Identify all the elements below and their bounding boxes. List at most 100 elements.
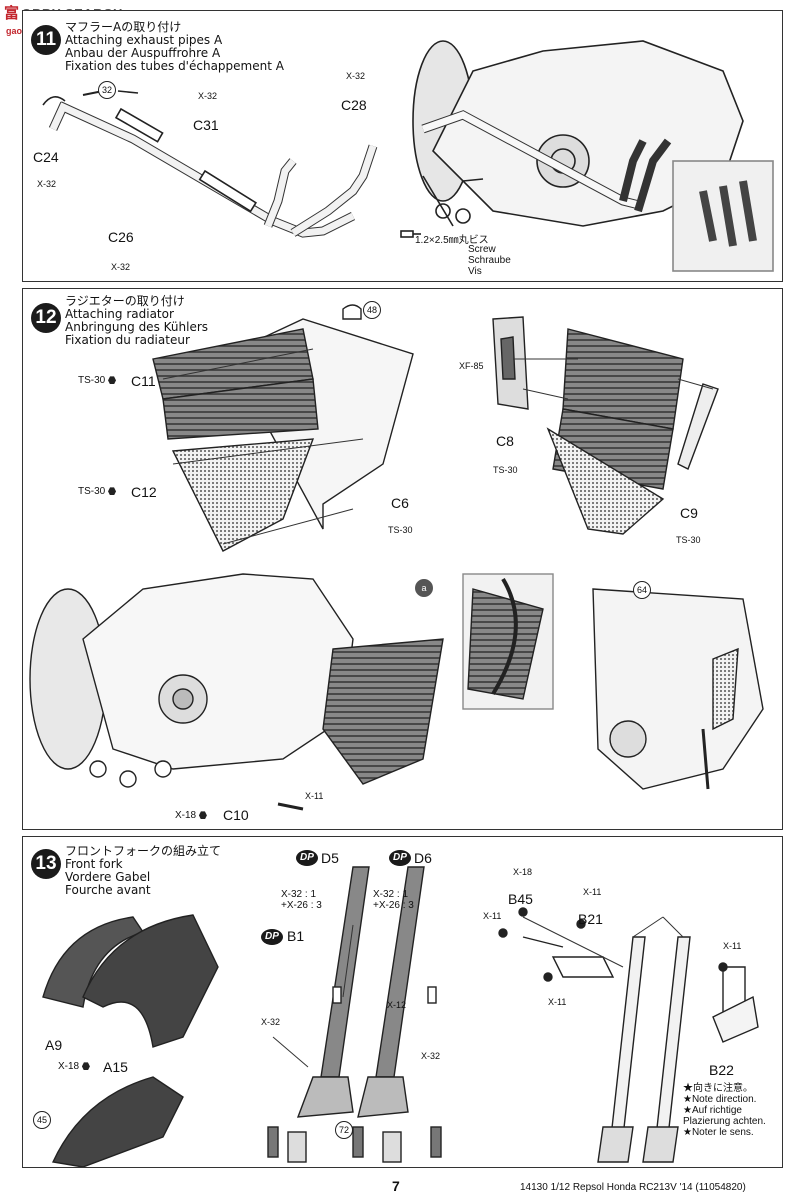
label-c31: C31	[193, 117, 219, 133]
label-d5: D5	[321, 850, 339, 866]
step-12-number: 12	[31, 303, 61, 333]
product-code: 14130 1/12 Repsol Honda RC213V '14 (1105…	[520, 1182, 746, 1193]
label-c28: C28	[341, 97, 367, 113]
label-x32-left: X-32	[261, 1017, 281, 1027]
screw-names: Screw Schraube Vis	[468, 244, 511, 277]
hex-icon	[81, 1062, 90, 1071]
a15-paint: X-18	[58, 1061, 80, 1072]
label-c9: C9	[680, 505, 698, 521]
label-b45: B45	[508, 891, 533, 907]
step-11-drawing	[42, 40, 774, 272]
label-c6-sub: TS-30	[388, 525, 413, 535]
mix-line-2: +X-26 : 3	[281, 900, 322, 911]
title-de: Vordere Gabel	[65, 870, 151, 884]
mix-line-1: X-32 : 1	[281, 889, 317, 900]
c11-paint: TS-30	[78, 375, 106, 386]
note-de-2: Plazierung achten.	[683, 1116, 766, 1127]
note-fr: ★Noter le sens.	[683, 1127, 754, 1138]
title-en: Attaching radiator	[65, 307, 174, 321]
label-x11-bottom: X-11	[548, 997, 567, 1007]
step-13-titles: フロントフォークの組み立て Front fork Vordere Gabel F…	[65, 845, 221, 897]
page-number: 7	[392, 1178, 400, 1194]
step-13-number: 13	[31, 849, 61, 879]
hex-icon	[198, 811, 207, 820]
ref-48: 48	[363, 301, 381, 319]
step-11-number: 11	[31, 25, 61, 55]
direction-notes: ★向きに注意。 ★Note direction. ★Auf richtige P…	[683, 1083, 766, 1138]
hex-icon	[108, 376, 117, 385]
ref-a: a	[415, 579, 433, 597]
label-b21: B21	[578, 911, 603, 927]
ref-72: 72	[335, 1121, 353, 1139]
label-c9-sub: TS-30	[676, 535, 701, 545]
title-jp: マフラーAの取り付け	[65, 20, 182, 34]
note-de-1: ★Auf richtige	[683, 1105, 742, 1116]
label-b1: B1	[287, 928, 305, 944]
label-c6: C6	[391, 495, 409, 511]
title-jp: ラジエターの取り付け	[65, 294, 185, 308]
mix-line-2: +X-26 : 3	[373, 900, 414, 911]
hex-icon	[108, 487, 117, 496]
label-c8: C8	[496, 433, 514, 449]
step-12-panel: 12 ラジエターの取り付け Attaching radiator Anbring…	[22, 288, 783, 830]
label-a15: A15	[103, 1059, 128, 1075]
dp-badge: DP	[389, 850, 411, 866]
label-x12: X-12	[387, 1000, 407, 1010]
ref-45: 45	[33, 1111, 51, 1129]
screw-fr: Vis	[468, 266, 482, 277]
label-c8-sub: TS-30	[493, 465, 518, 475]
dp-badge: DP	[296, 850, 318, 866]
label-b22: B22	[709, 1062, 734, 1078]
label-xf85: XF-85	[459, 361, 484, 371]
label-a9: A9	[45, 1037, 63, 1053]
label-c31-sub: X-32	[198, 91, 218, 101]
step-13-panel: 13 フロントフォークの組み立て Front fork Vordere Gabe…	[22, 836, 783, 1168]
label-d6: D6	[414, 850, 432, 866]
title-en: Attaching exhaust pipes A	[65, 33, 223, 47]
label-x11: X-11	[305, 791, 324, 801]
label-c24-sub: X-32	[37, 179, 57, 189]
ref-64: 64	[633, 581, 651, 599]
label-c11: C11	[131, 373, 156, 389]
step-11-titles: マフラーAの取り付け Attaching exhaust pipes A Anb…	[65, 21, 284, 73]
note-en: ★Note direction.	[683, 1094, 757, 1105]
label-x11-left: X-11	[483, 911, 502, 921]
label-x32-right: X-32	[421, 1051, 441, 1061]
label-c10-sub: X-18	[175, 810, 209, 821]
watermark-cn: 富	[4, 4, 20, 22]
c10-paint: X-18	[175, 810, 197, 821]
label-x11-b21: X-11	[583, 887, 602, 897]
label-c10: C10	[223, 807, 249, 823]
label-a15-sub: X-18	[58, 1061, 92, 1072]
screw-en: Screw	[468, 244, 496, 255]
title-fr: Fourche avant	[65, 883, 151, 897]
title-de: Anbringung des Kühlers	[65, 320, 209, 334]
label-c26-sub: X-32	[111, 262, 131, 272]
label-b45-sub: X-18	[513, 867, 533, 877]
title-fr: Fixation des tubes d'échappement A	[65, 59, 284, 73]
step-12-titles: ラジエターの取り付け Attaching radiator Anbringung…	[65, 295, 208, 347]
title-jp: フロントフォークの組み立て	[65, 844, 222, 858]
step-11-panel: 11 マフラーAの取り付け Attaching exhaust pipes A …	[22, 10, 783, 282]
note-jp: ★向きに注意。	[683, 1083, 753, 1094]
mix-line-1: X-32 : 1	[373, 889, 409, 900]
dp-badge: DP	[261, 929, 283, 945]
ref-32: 32	[98, 81, 116, 99]
label-c28-sub: X-32	[346, 71, 366, 81]
screw-size: 1.2×2.5㎜丸ビス	[415, 235, 489, 246]
step-13-drawing	[42, 866, 759, 1167]
c12-paint: TS-30	[78, 486, 106, 497]
label-c24: C24	[33, 149, 59, 165]
label-x11-right: X-11	[723, 941, 742, 951]
step-12-drawing	[29, 304, 764, 811]
label-c11-sub: TS-30	[78, 375, 118, 386]
label-c12: C12	[131, 484, 157, 500]
screw-de: Schraube	[468, 255, 511, 266]
title-de: Anbau der Auspuffrohre A	[65, 46, 221, 60]
title-en: Front fork	[65, 857, 123, 871]
label-c26: C26	[108, 229, 134, 245]
title-fr: Fixation du radiateur	[65, 333, 190, 347]
mix-ratio-right: X-32 : 1 +X-26 : 3	[373, 889, 414, 911]
label-c12-sub: TS-30	[78, 486, 118, 497]
mix-ratio-left: X-32 : 1 +X-26 : 3	[281, 889, 322, 911]
